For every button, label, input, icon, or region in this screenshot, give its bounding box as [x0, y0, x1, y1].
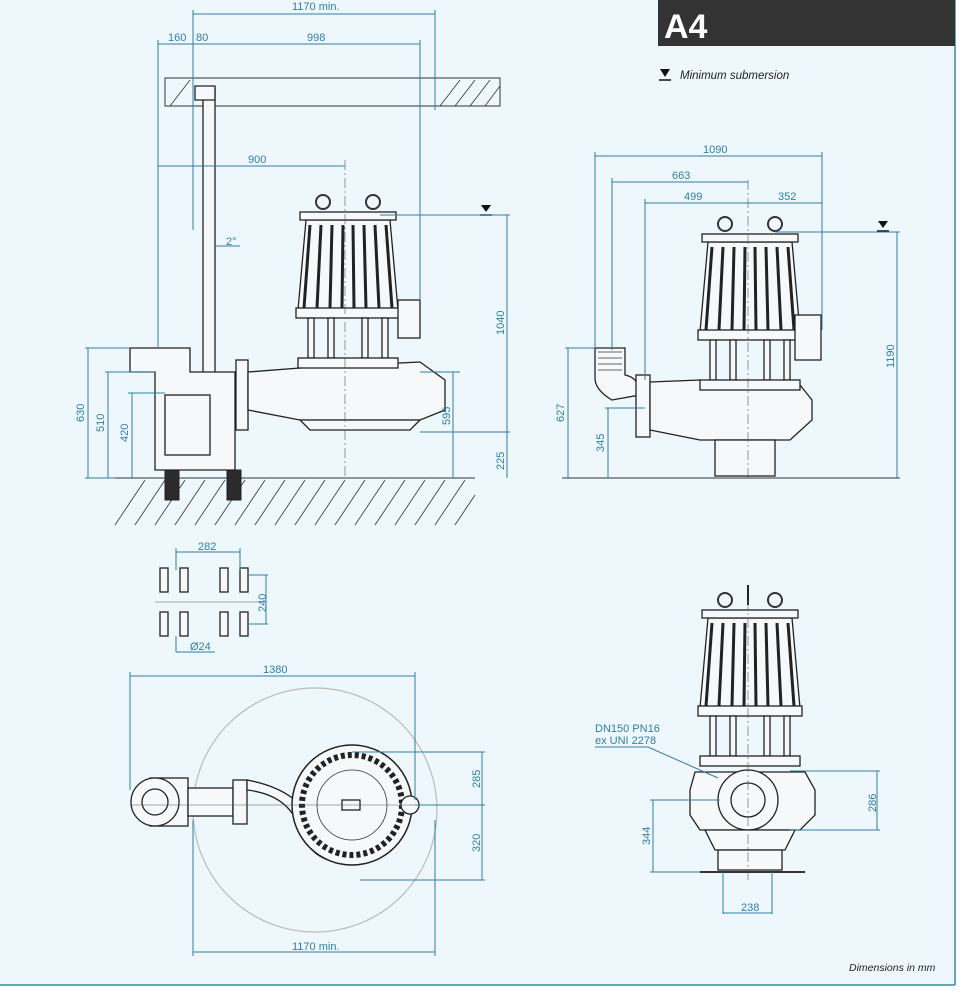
dim-1090: 1090: [703, 144, 727, 156]
dim-1190: 1190: [885, 344, 897, 368]
dim-627: 627: [555, 404, 567, 422]
header-box: [658, 0, 955, 46]
front-view: [562, 180, 900, 480]
dim-angle: 2°: [226, 236, 237, 248]
legend-label: Minimum submersion: [680, 70, 789, 82]
dim-510: 510: [95, 414, 107, 432]
dim-630: 630: [75, 404, 87, 422]
dim-80: 80: [196, 32, 208, 44]
flange-label-line2: ex UNI 2278: [595, 735, 656, 747]
header-code: A4: [664, 8, 708, 46]
side-view-dimensions: 1170 min. 160 80 998 900 2° 1040 595 225…: [75, 1, 510, 479]
units-note: Dimensions in mm: [849, 962, 936, 974]
outlet-view-dimensions: DN150 PN16 ex UNI 2278 286 344 238: [595, 723, 880, 914]
front-view-dimensions: 1090 663 499 352 1190 627 345: [555, 144, 900, 478]
dim-595: 595: [441, 407, 453, 425]
dim-663: 663: [672, 170, 690, 182]
dim-240: 240: [257, 594, 269, 612]
dim-900: 900: [248, 154, 266, 166]
dim-285: 285: [471, 770, 483, 788]
dim-238: 238: [741, 902, 759, 914]
anchor-detail: 282 240 Ø24: [155, 541, 269, 653]
submersion-level-icon: [659, 69, 671, 81]
outlet-view: [689, 585, 816, 880]
plan-view: [130, 687, 438, 933]
dim-998: 998: [307, 32, 325, 44]
dim-1380: 1380: [263, 664, 287, 676]
dim-499: 499: [684, 191, 702, 203]
dim-bolt-dia: Ø24: [190, 641, 211, 653]
dim-320: 320: [471, 834, 483, 852]
dim-282: 282: [198, 541, 216, 553]
dim-345: 345: [595, 434, 607, 452]
dim-286: 286: [867, 794, 879, 812]
submersion-marker-front: [877, 221, 889, 232]
dim-160: 160: [168, 32, 186, 44]
dim-1040: 1040: [495, 311, 507, 335]
dim-225: 225: [495, 452, 507, 470]
flange-label-line1: DN150 PN16: [595, 723, 660, 735]
dim-1170-top: 1170 min.: [292, 1, 340, 13]
side-view: [114, 77, 501, 526]
dim-420: 420: [119, 424, 131, 442]
dim-1170-bottom: 1170 min.: [292, 941, 340, 953]
dim-344: 344: [641, 827, 653, 845]
dim-352: 352: [778, 191, 796, 203]
plan-view-dimensions: 1380 285 320 1170 min.: [129, 664, 485, 956]
